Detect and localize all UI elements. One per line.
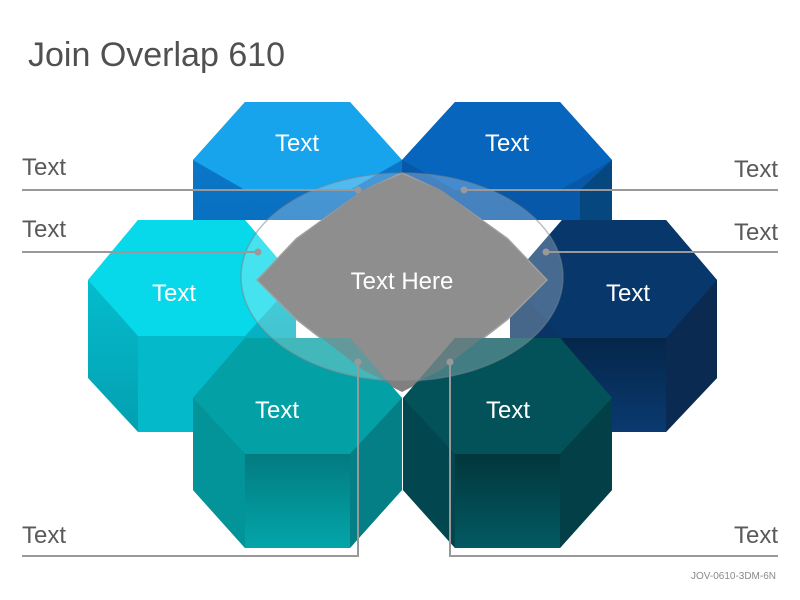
- shape-teal-face: [193, 338, 402, 454]
- callout-label-right-top: Text: [733, 156, 778, 183]
- shape-navy-face: [510, 220, 717, 338]
- shape-royal-blue-face: [402, 102, 612, 190]
- slide-code: JOV-0610-3DM-6N: [690, 571, 776, 582]
- shape-label: Text: [275, 130, 319, 157]
- shape-cyan-face: [88, 220, 296, 336]
- page-title: Join Overlap 610: [28, 36, 286, 74]
- callout-dots: [254, 186, 550, 366]
- callout-label-left-top: Text: [22, 154, 67, 181]
- callout-line-left-bottom: [22, 362, 359, 557]
- shape-label: Text: [606, 280, 650, 307]
- callout-dot: [354, 358, 362, 366]
- callout-dot: [460, 186, 468, 194]
- callout-label-right-mid: Text: [733, 219, 778, 246]
- callout-line-right-bottom: [449, 362, 778, 557]
- shape-label: Text: [152, 280, 196, 307]
- shape-teal: Text: [193, 338, 402, 548]
- callout-dot: [254, 248, 262, 256]
- shape-blue-face: [193, 102, 402, 190]
- callout-label-left-bottom: Text: [22, 522, 67, 549]
- shape-dark-teal: Text: [403, 338, 612, 548]
- shape-label: Text: [255, 397, 299, 424]
- center-highlight: [258, 174, 546, 390]
- shape-dark-teal-face: [403, 338, 612, 454]
- callout-lines: [22, 189, 778, 557]
- callout-label-right-bottom: Text: [733, 522, 778, 549]
- shape-label: Text: [486, 397, 530, 424]
- callout-dot: [446, 358, 454, 366]
- center-label: Text Here: [351, 268, 454, 295]
- callout-dot: [542, 248, 550, 256]
- shape-label: Text: [485, 130, 529, 157]
- callout-label-left-mid: Text: [22, 216, 67, 243]
- callout-dot: [354, 186, 362, 194]
